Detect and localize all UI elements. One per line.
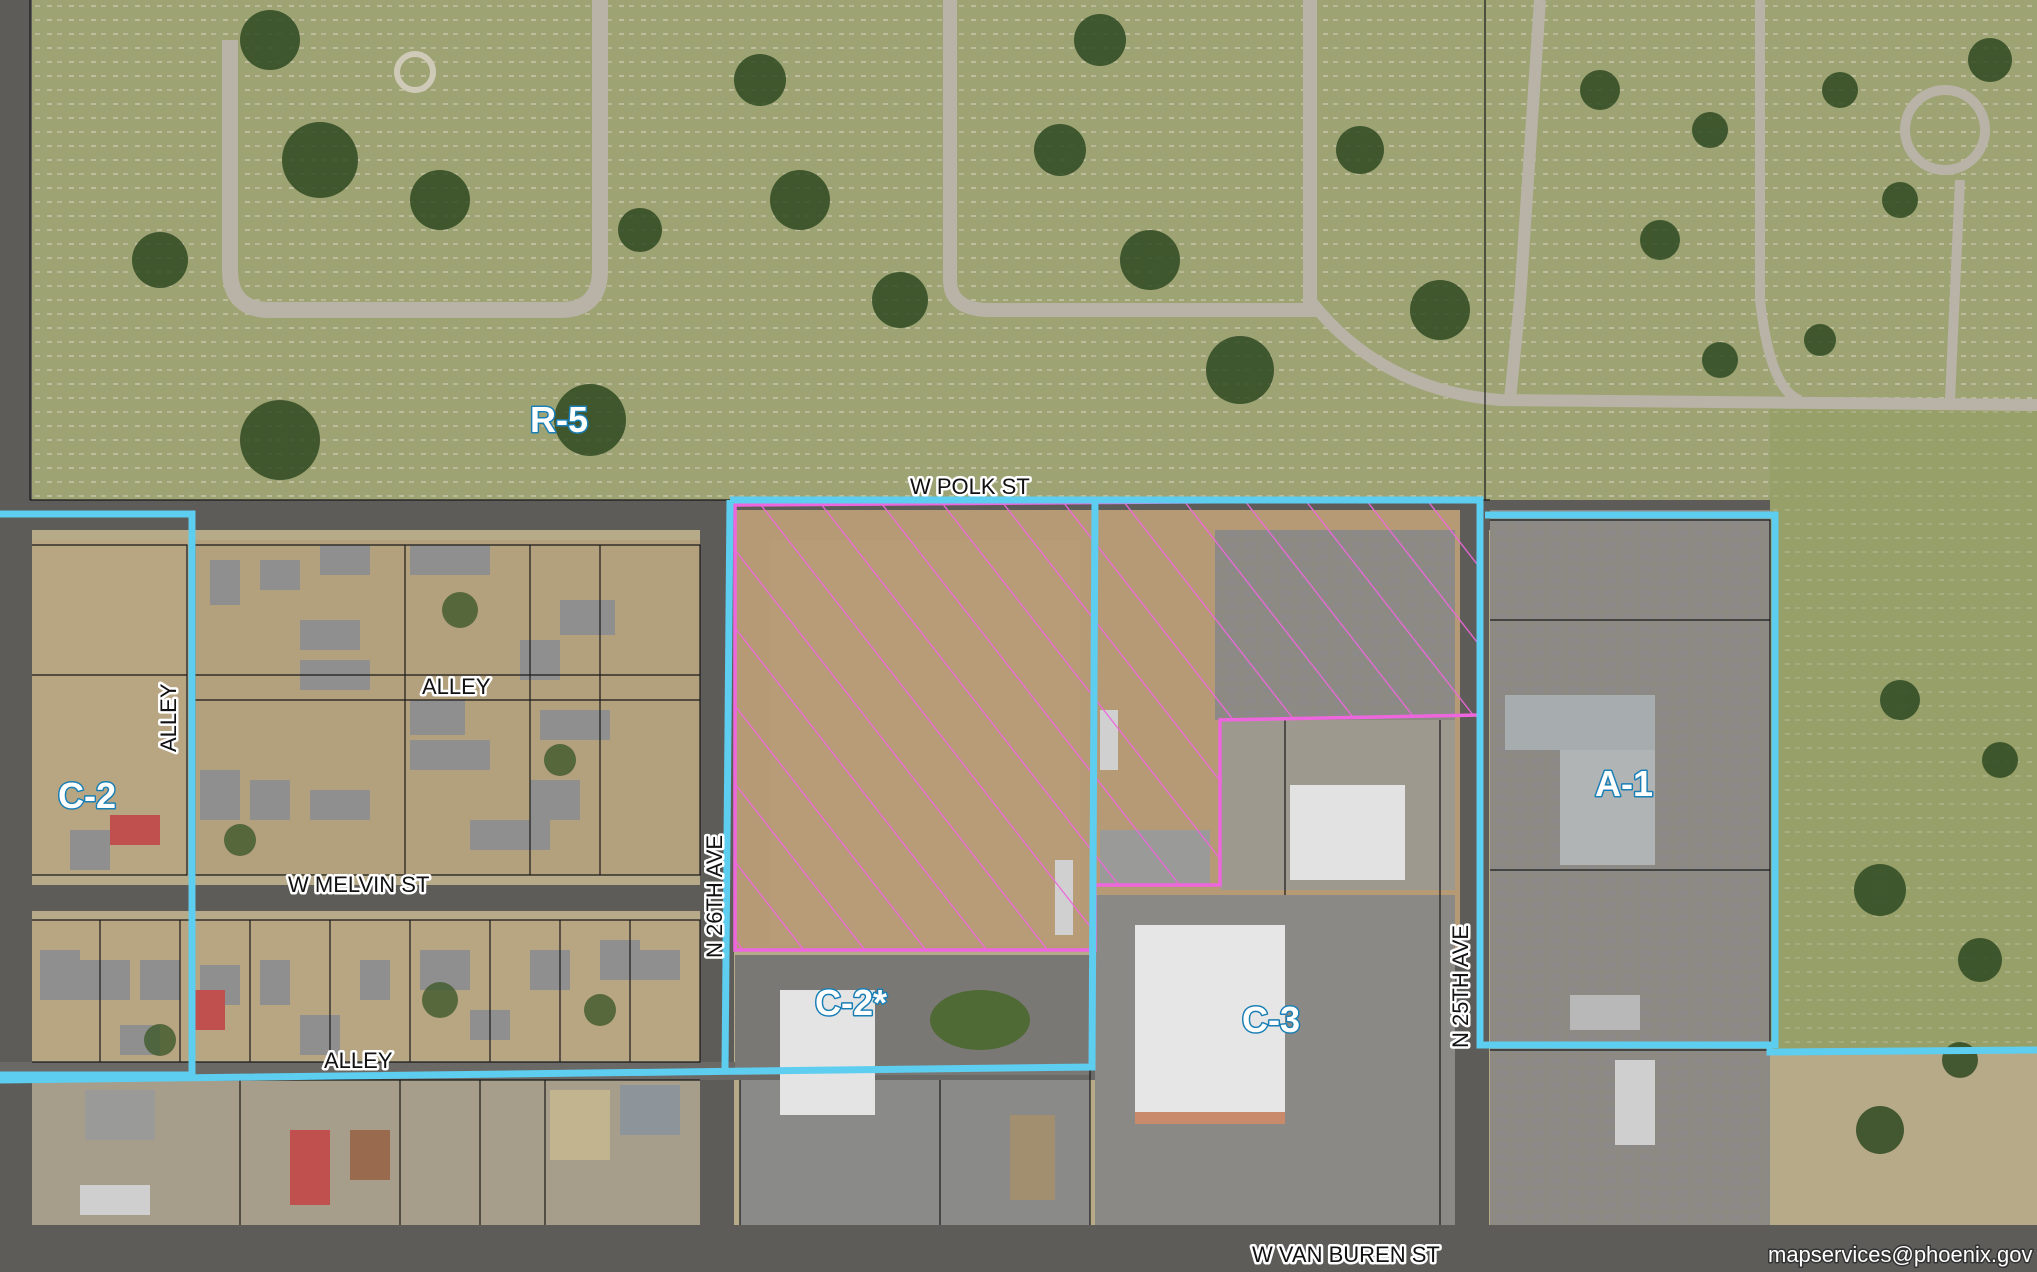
street-label-alley-middle: ALLEY — [422, 674, 491, 699]
zone-label-a1: A-1 — [1595, 763, 1653, 804]
street-label-26th-ave: N 26TH AVE — [702, 835, 727, 958]
zone-label-c2-star: C-2* — [815, 982, 887, 1023]
south-commercial — [32, 1080, 1090, 1225]
street-label-van-buren: W VAN BUREN ST — [1252, 1242, 1440, 1267]
a1-parcels — [1490, 510, 1770, 1225]
zone-label-c2-west: C-2 — [58, 775, 116, 816]
cemetery-area — [30, 0, 2037, 1154]
zone-label-c3: C-3 — [1242, 999, 1300, 1040]
zone-labels: R-5 C-2 C-2* C-3 A-1 — [57, 398, 1655, 1042]
street-label-alley-bottom: ALLEY — [324, 1048, 393, 1073]
zoning-boundaries — [0, 496, 2037, 1084]
map-credit: mapservices@phoenix.gov — [1768, 1242, 2032, 1267]
street-labels: W POLK ST W MELVIN ST W VAN BUREN ST N 2… — [154, 472, 1476, 1270]
street-label-alley-vertical: ALLEY — [156, 683, 181, 752]
parcel-lines — [29, 0, 1771, 1225]
residential-blocks — [32, 540, 700, 1060]
street-label-melvin: W MELVIN ST — [288, 872, 429, 897]
street-label-polk: W POLK ST — [910, 474, 1030, 499]
street-label-25th-ave: N 25TH AVE — [1448, 925, 1473, 1048]
zone-label-r5: R-5 — [530, 399, 588, 440]
c3-parcels — [735, 720, 1455, 1225]
